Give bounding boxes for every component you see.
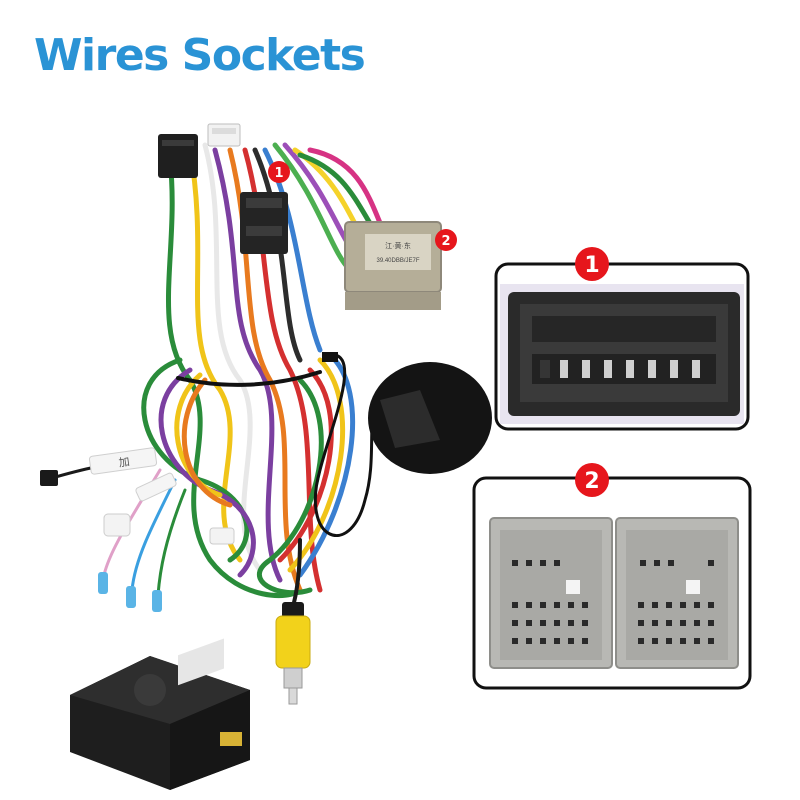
callout-badge-1: 1 xyxy=(268,161,290,183)
adapter-label-line1: 江·黄·东 xyxy=(385,241,411,250)
rca-plug-icon xyxy=(275,602,311,705)
connector-1-detail-panel xyxy=(494,262,750,431)
svg-text:2: 2 xyxy=(584,469,599,494)
can-bus-box-icon xyxy=(70,638,250,790)
terminal-icon xyxy=(152,590,162,612)
white-clip-icon xyxy=(209,527,235,545)
microphone-pad-icon xyxy=(322,352,492,474)
white-clip-icon xyxy=(103,513,131,537)
panel-1-badge: 1 xyxy=(575,247,609,281)
black-connector-icon xyxy=(158,134,198,178)
wire-tag-label: 加 xyxy=(118,455,131,469)
svg-text:2: 2 xyxy=(441,234,450,249)
terminal-icon xyxy=(126,586,136,608)
white-connector-icon xyxy=(207,123,241,147)
terminal-icon xyxy=(98,572,108,594)
svg-text:1: 1 xyxy=(584,253,599,278)
adapter-label-line2: 39.40DBB/JE7F xyxy=(376,258,419,264)
connector-2-detail-panel xyxy=(472,476,752,690)
wire-tag-icon: 加 xyxy=(88,447,177,502)
page-title: Wires Sockets xyxy=(34,30,366,81)
connector-2-icon: 江·黄·东 39.40DBB/JE7F xyxy=(344,221,442,310)
callout-badge-2: 2 xyxy=(435,229,457,251)
connector-1-icon xyxy=(240,192,288,254)
panel-2-badge: 2 xyxy=(575,463,609,497)
svg-text:1: 1 xyxy=(274,166,283,181)
black-plug-icon xyxy=(40,470,58,486)
